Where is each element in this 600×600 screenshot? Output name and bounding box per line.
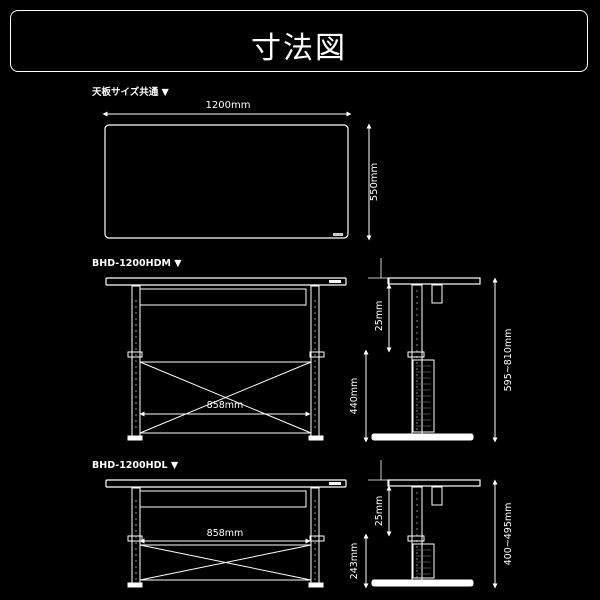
hdm-side-view — [363, 258, 498, 443]
hdl-lower-height-label: 243mm — [349, 543, 360, 580]
hdl-total-height-label: 400~495mm — [503, 503, 514, 566]
board-width-label: 1200mm — [206, 100, 251, 111]
hdm-total-height-label: 595~810mm — [503, 329, 514, 392]
hdl-side-view — [363, 460, 498, 589]
hdm-side-storage-panel — [412, 359, 435, 433]
hdl-inner-width-label: 858mm — [207, 528, 244, 539]
hdm-cross-brace-b — [139, 361, 312, 434]
hdm-front-view — [105, 277, 347, 441]
hdl-right-foot — [308, 582, 324, 588]
hdl-side-joint — [407, 535, 425, 542]
hdm-left-foot — [127, 435, 143, 441]
hdm-side-base — [371, 433, 474, 441]
hdm-side-joint — [407, 351, 425, 358]
hdl-side-base — [371, 579, 474, 587]
top-board-outline — [104, 124, 349, 239]
hdl-side-tabletop — [387, 479, 481, 487]
hdm-side-bracket — [431, 284, 443, 304]
hdl-right-joint — [309, 535, 325, 542]
hdl-side-bracket — [431, 486, 443, 506]
hdl-frame-gap-label: 25mm — [374, 496, 385, 527]
board-corner-tag — [333, 233, 343, 236]
hdm-inner-width-label: 858mm — [207, 400, 244, 411]
hdm-frame-gap-label: 25mm — [374, 301, 385, 332]
board-depth-label: 550mm — [369, 163, 380, 202]
hdm-frame-beam — [139, 288, 307, 306]
top-board-section-label: 天板サイズ共通 ▼ — [92, 87, 169, 98]
hdl-tabletop — [105, 479, 347, 488]
hdl-frame-beam — [139, 490, 307, 508]
hdm-left-joint — [127, 351, 143, 358]
hdm-right-joint — [309, 351, 325, 358]
page-title: 寸法図 — [251, 31, 347, 66]
hdl-tabletop-tag — [329, 482, 341, 485]
top-board-diagram: 1200mm 550mm — [102, 100, 380, 241]
hdm-tabletop — [105, 277, 347, 286]
hdl-left-foot — [127, 582, 143, 588]
hdl-front-view — [105, 479, 347, 588]
hdl-side-storage-panel — [412, 543, 435, 579]
title-banner: 寸法図 — [10, 10, 588, 72]
hdm-tabletop-tag — [329, 280, 341, 283]
hdl-cross-brace-b — [139, 544, 312, 581]
hdm-right-foot — [308, 435, 324, 441]
hdm-lower-height-label: 440mm — [349, 378, 360, 415]
hdm-side-tabletop — [387, 277, 481, 285]
hdm-section-label: BHD-1200HDM ▼ — [92, 258, 182, 269]
hdl-section-label: BHD-1200HDL ▼ — [92, 460, 179, 471]
